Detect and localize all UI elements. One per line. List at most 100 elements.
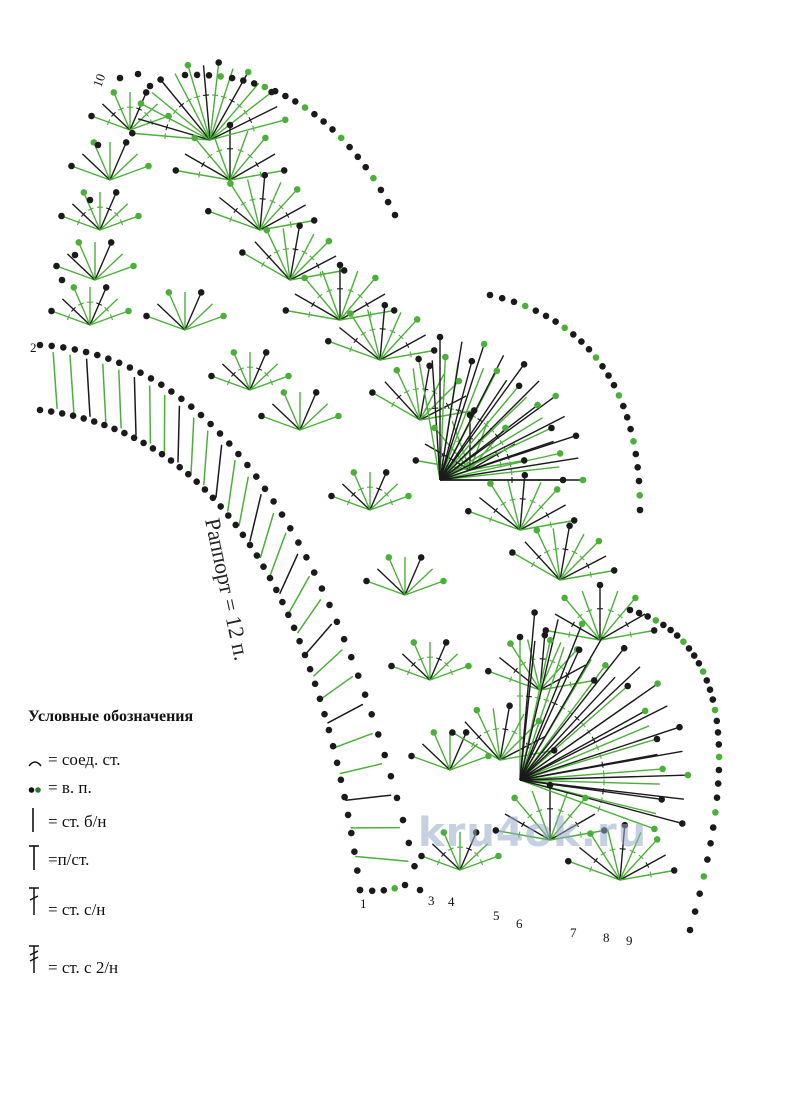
stitch [289,228,300,281]
stitch [419,382,458,421]
stitch-bar [645,862,650,868]
stitch-bar [569,681,572,688]
stitch [519,615,536,781]
stitch [464,721,501,761]
chain-stitch [520,457,528,464]
chain-stitch [115,359,123,367]
chain-stitch [296,222,303,230]
chain-stitch [553,486,561,493]
chain-stitch [498,294,506,302]
chain-stitch [158,450,166,458]
stitch [289,233,315,281]
stitch-bar [81,211,86,217]
stitch [99,194,116,231]
stitch-bar [194,95,201,99]
stitch-bar [111,111,116,117]
stitch [478,496,521,531]
stitch-bar [278,204,284,210]
chain-stitch [197,411,205,419]
chain-stitch [193,71,201,79]
stitch [234,354,251,391]
chain-stitch [207,420,214,428]
stitch [451,420,471,471]
stitch-bar [357,487,364,491]
stitch [519,750,683,781]
stitch [89,289,106,326]
chain-stitch [630,438,637,445]
stitch [114,94,131,131]
small-shell [264,392,336,431]
stitch-bar [226,379,231,386]
stitch-bar [259,171,262,178]
chain-stitch [337,776,345,784]
stitch [394,666,431,681]
stitch [289,242,328,281]
stitch [519,491,556,531]
stitch [519,520,572,531]
chain-stitch [515,382,523,390]
stitch [429,653,459,681]
stitch-bar [261,261,265,268]
stitch-bar [483,730,490,734]
stitch [459,834,476,871]
stitch-bar [411,661,416,667]
chain-stitch [620,644,628,652]
stitch [559,528,570,581]
chain-stitch [107,239,115,246]
stitch-bar [106,207,113,211]
legend-label: = ст. с 2/н [48,958,119,977]
chain-stitch [561,324,568,332]
stitch [109,153,139,181]
stitch [339,270,359,321]
legend-item-slip-stitch: = соед. ст. [28,750,328,772]
chain-stitch [310,217,318,224]
chain-stitch [105,355,112,363]
stitch [599,599,634,641]
chain-stitch [699,668,707,675]
chain-stitch [510,298,518,306]
stitch-bar [567,813,573,819]
chain-stitch [135,212,142,220]
stitch-bar [259,198,266,200]
chain-stitch [610,381,618,389]
stitch-bar [549,521,552,528]
stitch [249,354,266,391]
chain-stitch [430,729,438,736]
row-number-8: 8 [603,930,610,945]
stitch-bar [231,371,236,377]
stitch [434,734,451,771]
stitch [210,211,261,231]
stitch [279,553,299,594]
chain-stitch [715,766,723,774]
chain-stitch [592,354,600,361]
chain-stitch [226,440,233,447]
chain-stitch [48,307,55,315]
chain-stitch [411,862,418,870]
stitch [519,705,668,781]
stitch [339,293,386,321]
stitch [519,687,626,781]
stitch [424,856,461,871]
stitch [297,599,322,634]
chain-stitch [565,857,572,865]
chain-stitch [336,261,344,269]
chain-stitch [292,98,299,105]
chain-stitch [552,318,559,325]
stitch-bar [315,262,320,269]
chain-stitch [311,680,319,688]
stitch-bar [144,111,149,117]
stitch [231,185,261,231]
stitch-bar [346,499,351,506]
stitch-bar [444,661,449,667]
chain-stitch [680,638,687,645]
chain-stitch [659,765,666,773]
medium-shell [490,638,592,691]
chain-stitch [226,121,234,129]
stitch-bar [536,809,543,813]
chain-stitch [303,554,310,561]
stitch-bar [203,94,210,96]
chain-stitch [472,829,480,836]
stitch [333,732,373,749]
stitch [94,116,131,131]
stitch [246,179,261,231]
